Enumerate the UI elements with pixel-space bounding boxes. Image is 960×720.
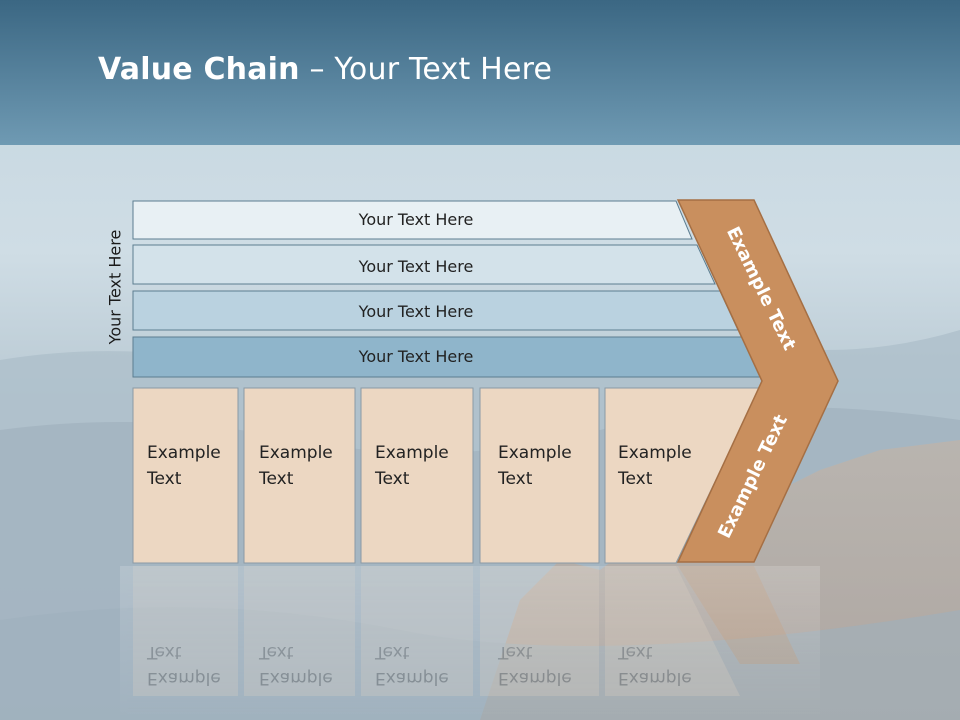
box-line-1: Example [618, 443, 692, 463]
box-line-2: Text [258, 469, 294, 489]
support-row-1: Your Text Here [132, 200, 693, 240]
primary-box-4: Example Text [479, 387, 600, 564]
box-line-2: Text [617, 469, 653, 489]
primary-box-1: Example Text [132, 387, 239, 564]
title-rest: – Your Text Here [299, 52, 553, 87]
support-row-label: Your Text Here [358, 302, 474, 321]
support-row-label: Your Text Here [358, 347, 474, 366]
box-line-1: Example [259, 443, 333, 463]
header-band [0, 0, 960, 145]
box-line-2: Text [146, 469, 182, 489]
primary-box-2: Example Text [243, 387, 356, 564]
box-line-2: Text [374, 469, 410, 489]
title-bold: Value Chain [98, 52, 300, 87]
box-line-1: Example [498, 443, 572, 463]
support-row-2: Your Text Here [132, 244, 716, 285]
box-line-1: Example [375, 443, 449, 463]
support-row-label: Your Text Here [358, 257, 474, 276]
box-line-2: Text [497, 469, 533, 489]
primary-box-3: Example Text [360, 387, 474, 564]
diagram-reflection: Example Text Example Text Example Text E… [120, 566, 820, 720]
support-row-label: Your Text Here [358, 210, 474, 229]
primary-box-5: Example Text [604, 387, 761, 564]
support-row-4: Your Text Here [132, 336, 763, 378]
box-line-1: Example [147, 443, 221, 463]
page-title: Value Chain – Your Text Here [98, 52, 552, 87]
support-row-3: Your Text Here [132, 290, 739, 331]
